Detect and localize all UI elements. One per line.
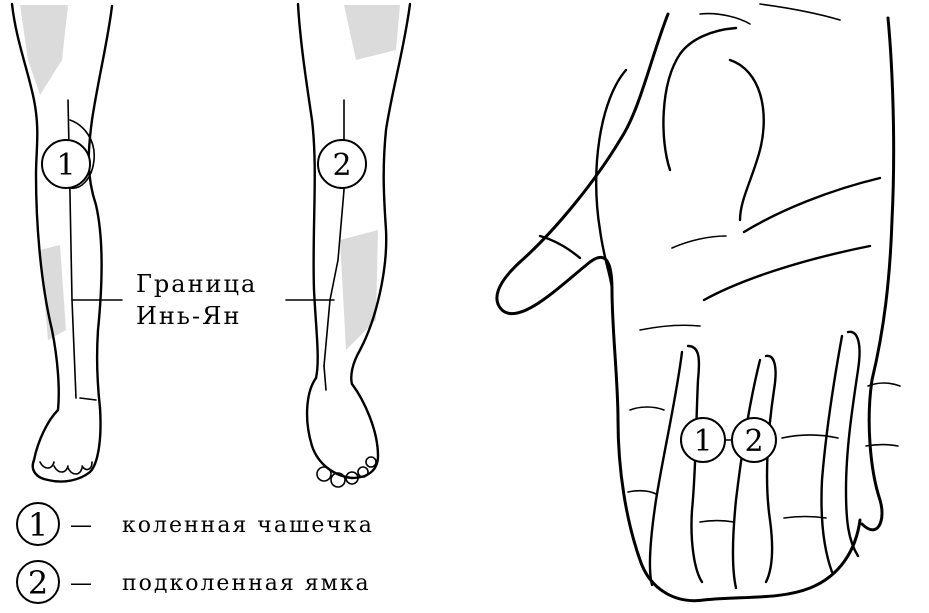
legend-item-1: 1 — коленная чашечка — [17, 503, 374, 545]
legend-2-number: 2 — [28, 564, 48, 602]
legend-2-dash: — — [70, 571, 94, 596]
marker-1-hand-label: 1 — [693, 424, 712, 459]
marker-2-knee-back: 2 — [318, 140, 366, 188]
marker-2-hand-label: 2 — [744, 424, 763, 459]
back-leg-illustration — [286, 4, 410, 487]
marker-1-knee-front: 1 — [42, 140, 90, 188]
legend-1-text: коленная чашечка — [122, 513, 374, 538]
boundary-label-line2: Инь-Ян — [136, 302, 241, 330]
marker-2-hand: 2 — [732, 418, 776, 462]
legend-1-number: 1 — [28, 506, 48, 544]
marker-1-label: 1 — [56, 148, 75, 183]
legend-1-dash: — — [70, 513, 94, 538]
marker-1-hand: 1 — [681, 418, 725, 462]
legend-2-text: подколенная ямка — [122, 571, 371, 596]
palm-illustration — [497, 4, 900, 601]
front-leg-illustration — [12, 4, 122, 482]
boundary-label-line1: Граница — [136, 270, 257, 298]
marker-2-label: 2 — [332, 148, 351, 183]
legend-item-2: 2 — подколенная ямка — [17, 561, 371, 603]
